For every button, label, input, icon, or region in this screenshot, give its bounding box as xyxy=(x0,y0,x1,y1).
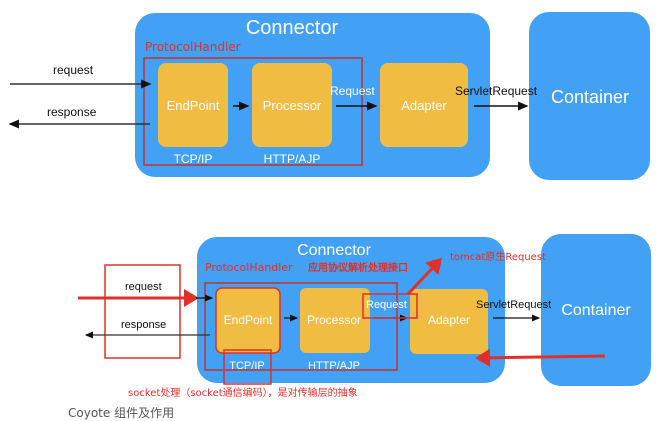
caption: Coyote 组件及作用 xyxy=(68,406,174,420)
http-ajp-label: HTTP/AJP xyxy=(264,152,321,166)
tcp-ip-highlight xyxy=(223,349,272,385)
connector-label: Connector xyxy=(297,242,371,259)
bottom-diagram: Connector ProtocolHandler 应用协议解析处理接口 End… xyxy=(78,234,651,399)
response-label: response xyxy=(121,319,166,331)
servlet-request-label: ServletRequest xyxy=(455,84,538,98)
container-label: Container xyxy=(561,302,631,319)
connector-label: Connector xyxy=(246,17,339,39)
processor-box xyxy=(252,63,332,147)
protocol-handler-box xyxy=(143,57,363,166)
http-ajp-label: HTTP/AJP xyxy=(308,360,360,372)
tcp-ip-label: TCP/IP xyxy=(174,152,213,166)
processor-label: Processor xyxy=(263,98,322,113)
request-label: request xyxy=(125,281,162,293)
tomcat-request-red-arrow xyxy=(406,257,443,296)
protocol-handler-label: ProtocolHandler xyxy=(145,40,241,54)
adapter-box xyxy=(380,63,468,147)
endpoint-label: EndPoint xyxy=(167,98,220,113)
request-object-label: Request xyxy=(366,299,407,311)
protocol-handler-label: ProtocolHandler xyxy=(205,261,293,274)
container-label: Container xyxy=(551,87,629,107)
tcp-ip-label: TCP/IP xyxy=(229,360,264,372)
container-box xyxy=(529,12,650,180)
tomcat-request-note: tomcat原生Request xyxy=(450,250,546,263)
top-diagram: Connector ProtocolHandler EndPoint Proce… xyxy=(8,12,650,180)
processor-label: Processor xyxy=(307,313,361,327)
endpoint-box xyxy=(215,287,281,354)
socket-note: socket处理（socket通信编码），是对传输层的抽象 xyxy=(128,386,358,399)
request-response-highlight xyxy=(104,264,181,359)
adapter-box xyxy=(410,289,488,354)
protocol-handler-note: 应用协议解析处理接口 xyxy=(308,261,408,274)
processor-box xyxy=(300,288,370,353)
endpoint-label: EndPoint xyxy=(224,313,273,327)
response-label: response xyxy=(47,105,97,119)
request-object-highlight xyxy=(362,293,418,319)
adapter-label: Adapter xyxy=(401,98,447,113)
request-label: request xyxy=(53,63,94,77)
container-box xyxy=(541,234,651,386)
endpoint-box xyxy=(158,63,228,147)
servlet-request-label: ServletRequest xyxy=(476,299,551,311)
protocol-handler-box xyxy=(204,282,398,371)
adapter-label: Adapter xyxy=(428,313,470,327)
container-return-red-arrow xyxy=(475,348,606,367)
request-object-label: Request xyxy=(330,84,375,98)
